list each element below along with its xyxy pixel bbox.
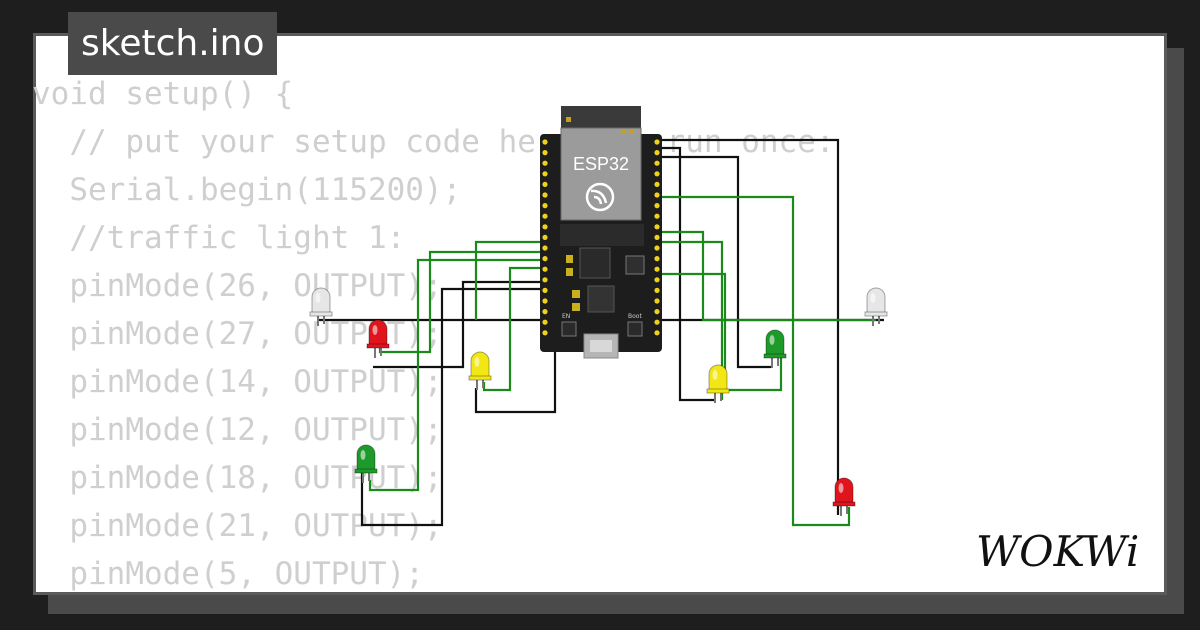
pin	[654, 192, 660, 198]
boot-label: Boot	[628, 313, 642, 320]
wire	[360, 287, 548, 527]
pin	[542, 150, 548, 156]
wire	[656, 195, 851, 527]
led-green-right[interactable]	[763, 329, 787, 368]
pin	[654, 213, 660, 219]
pin	[654, 234, 660, 240]
pin	[542, 256, 548, 262]
pin	[654, 160, 660, 166]
pin	[654, 203, 660, 209]
wire	[474, 340, 557, 414]
code-line: //traffic light 1:	[32, 220, 406, 256]
pin	[542, 203, 548, 209]
wire	[368, 258, 548, 492]
pin	[654, 298, 660, 304]
wire	[656, 138, 840, 515]
pin	[542, 309, 548, 315]
led-yellow-left[interactable]	[468, 351, 492, 390]
wire	[656, 230, 876, 322]
pin	[654, 181, 660, 187]
pin	[542, 213, 548, 219]
pin	[542, 298, 548, 304]
code-line: pinMode(21, OUTPUT);	[32, 508, 443, 544]
pin	[542, 234, 548, 240]
pin	[654, 139, 660, 145]
led-white-left[interactable]	[309, 287, 333, 326]
pin	[542, 319, 548, 325]
pin	[654, 277, 660, 283]
led-yellow-right[interactable]	[706, 364, 730, 403]
wire	[656, 240, 724, 400]
wire	[474, 240, 548, 320]
pin	[654, 171, 660, 177]
pin	[542, 181, 548, 187]
pin	[542, 139, 548, 145]
wire	[656, 155, 771, 369]
en-label: EN	[562, 313, 570, 320]
pin	[654, 245, 660, 251]
pin	[542, 266, 548, 272]
pin	[542, 277, 548, 283]
wokwi-logo-text: WOKWi	[976, 528, 1139, 576]
esp32-board[interactable]: ESP32 EN Boot	[540, 106, 662, 359]
led-green-left[interactable]	[354, 444, 378, 483]
pin	[542, 330, 548, 336]
pin	[542, 171, 548, 177]
pin	[542, 287, 548, 293]
espressif-icon	[585, 182, 615, 212]
green-wires	[368, 195, 876, 527]
pin	[542, 192, 548, 198]
pin	[654, 319, 660, 325]
pin	[654, 150, 660, 156]
pin	[654, 256, 660, 262]
led-red-left[interactable]	[366, 319, 390, 358]
leds	[309, 287, 888, 516]
file-tab[interactable]: sketch.ino	[68, 12, 278, 75]
pin	[654, 309, 660, 315]
code-line: pinMode(5, OUTPUT);	[32, 556, 424, 592]
led-white-right[interactable]	[864, 287, 888, 326]
pin	[542, 224, 548, 230]
code-line: void setup() {	[32, 76, 294, 112]
wire	[482, 266, 548, 392]
pin-header-right	[654, 139, 660, 336]
code-line: // put your setup code here, to run once…	[32, 124, 835, 160]
pin-header-left	[542, 139, 548, 336]
pin	[654, 224, 660, 230]
pin	[654, 287, 660, 293]
led-red-right[interactable]	[832, 477, 856, 516]
pin	[654, 266, 660, 272]
board-label: ESP32	[573, 154, 629, 174]
wokwi-logo: WOKWi	[976, 528, 1139, 576]
code-line: Serial.begin(115200);	[32, 172, 462, 208]
wire	[373, 280, 548, 369]
pin	[542, 245, 548, 251]
pin	[654, 330, 660, 336]
pin	[542, 160, 548, 166]
